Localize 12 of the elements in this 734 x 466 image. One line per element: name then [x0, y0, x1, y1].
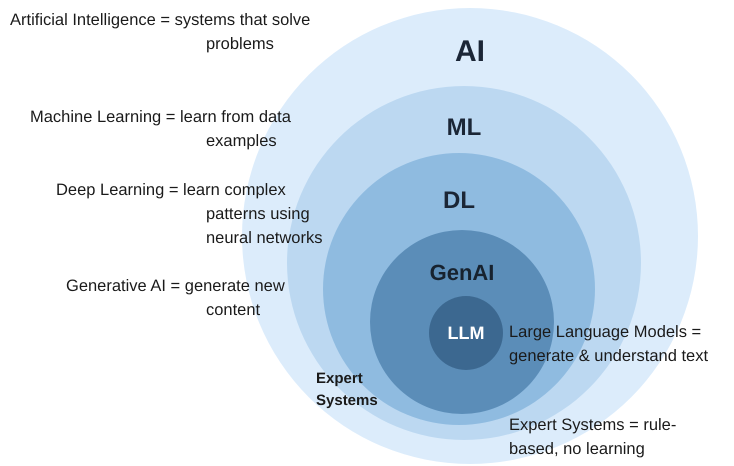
circle-label: GenAI — [430, 262, 494, 284]
description-text: Expert Systems = rule-based, no learning — [509, 415, 678, 460]
description-text: Large Language Models = generate & understand text — [509, 322, 710, 367]
circle-label: LLM — [448, 324, 484, 342]
circle-label: ML — [446, 116, 482, 140]
description-text: Expert Systems — [316, 369, 379, 411]
description-text: Artificial Intelligence = systems that solve problems — [10, 10, 312, 55]
description-text: Machine Learning = learn from data examples — [30, 107, 292, 152]
circle-label: AI — [455, 37, 485, 67]
description-text: Deep Learning = learn complex patterns using neural networks — [56, 180, 324, 249]
circle-label: DL — [443, 189, 475, 213]
description-text: Generative AI = generate new content — [66, 276, 286, 321]
